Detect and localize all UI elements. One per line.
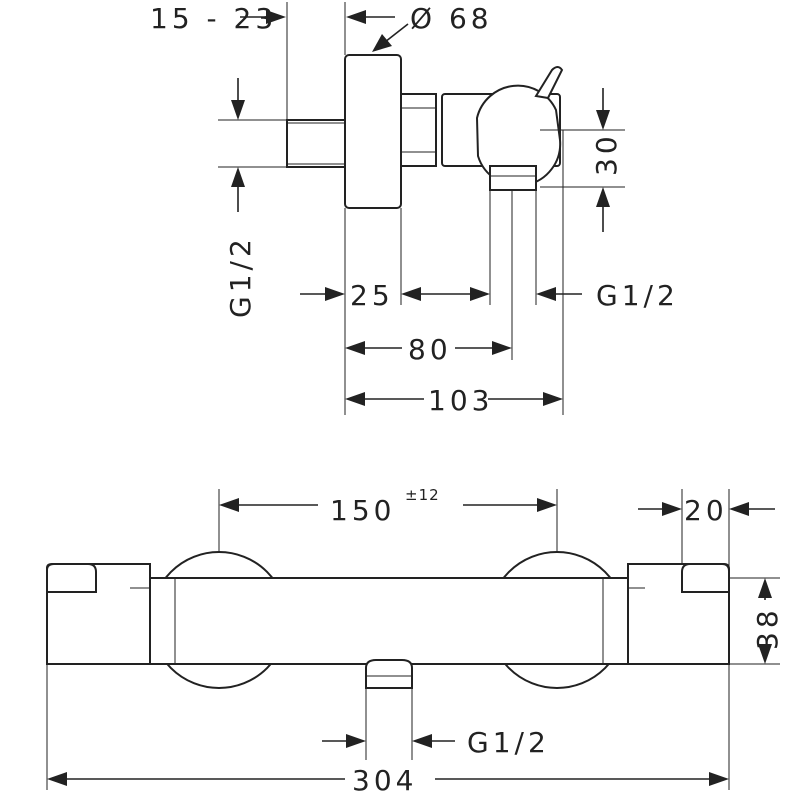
inlet-thread-label: G1/2 bbox=[224, 235, 257, 318]
side-view: 15 - 23 Ø 68 G1/2 30 25 G1/2 80 bbox=[150, 2, 679, 417]
wall-rosette bbox=[344, 54, 402, 209]
diameter-label: Ø 68 bbox=[410, 2, 493, 35]
outlet-thread-top-label: G1/2 bbox=[596, 279, 679, 312]
height-38-label: 38 bbox=[751, 606, 784, 650]
inlet-pipe bbox=[286, 119, 346, 168]
center-distance-label: 150 bbox=[330, 494, 395, 527]
knob-lever bbox=[534, 66, 564, 100]
depth-103-label: 103 bbox=[428, 384, 493, 417]
outlet-nut-side bbox=[489, 165, 537, 191]
total-width-label: 304 bbox=[352, 764, 417, 797]
left-handle-cap bbox=[46, 563, 97, 593]
height-30-label: 30 bbox=[590, 132, 623, 176]
wall-distance-label: 15 - 23 bbox=[150, 2, 277, 35]
center-tolerance-label: ±12 bbox=[405, 486, 440, 504]
depth-80-label: 80 bbox=[408, 333, 452, 366]
handle-20-label: 20 bbox=[684, 494, 728, 527]
depth-25-label: 25 bbox=[350, 279, 394, 312]
front-view: 150 ±12 20 38 G1/2 304 bbox=[46, 486, 784, 797]
connection-nut bbox=[400, 93, 437, 167]
thermostat-bar bbox=[149, 577, 629, 665]
right-handle-cap bbox=[681, 563, 730, 593]
outlet-thread-bottom-label: G1/2 bbox=[467, 726, 550, 759]
bottom-outlet bbox=[365, 659, 413, 689]
